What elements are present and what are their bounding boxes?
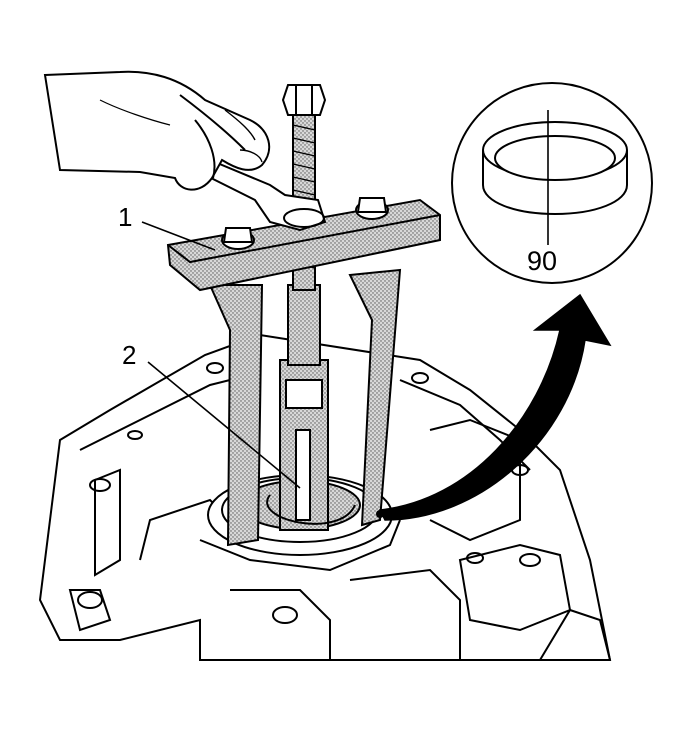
crossbar xyxy=(166,197,441,292)
detail-label: 90 xyxy=(527,246,558,276)
leader-line-1 xyxy=(141,221,216,251)
wrench xyxy=(203,158,327,232)
callout-label-1: 1 xyxy=(118,202,133,232)
puller-legs xyxy=(208,268,402,547)
tool-body xyxy=(266,284,356,531)
leader-line-2 xyxy=(147,361,301,489)
hand xyxy=(43,70,271,191)
leader-lines xyxy=(141,221,301,489)
callout-label-2: 2 xyxy=(122,340,137,370)
detail-arrow xyxy=(376,293,612,521)
detail-circle xyxy=(451,82,653,284)
